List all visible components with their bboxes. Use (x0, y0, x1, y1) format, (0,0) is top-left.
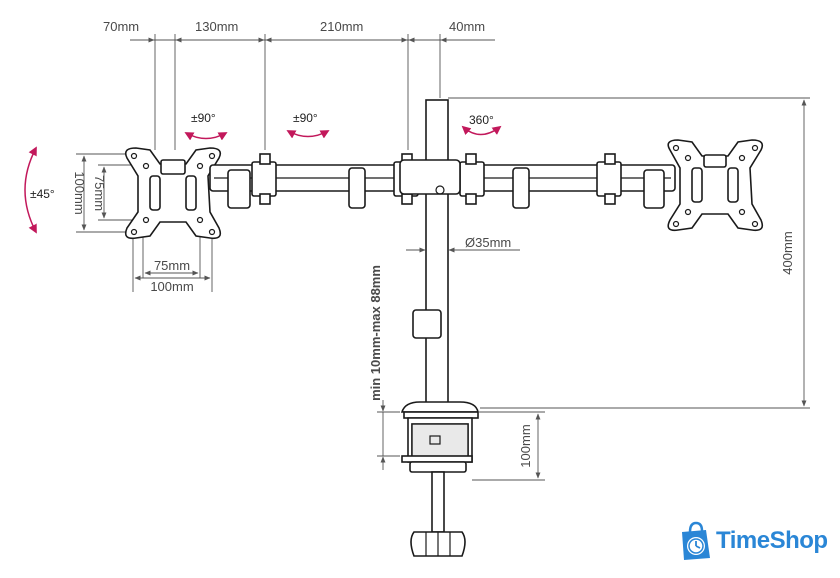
rotation-arrow-middle (286, 130, 330, 139)
vesa100-vertical-label: 100mm (72, 171, 87, 214)
clamp-range-dimension (377, 400, 400, 470)
dim-130mm: 130mm (195, 19, 238, 34)
top-dimension-lines (130, 34, 495, 150)
rot-left-label: ±90° (191, 111, 216, 125)
rotation-arrow-360 (461, 125, 502, 136)
left-vesa-plate (124, 147, 222, 240)
rot-360-label: 360° (469, 113, 494, 127)
height-400mm-label: 400mm (780, 231, 795, 274)
clamp-range-label: min 10mm-max 88mm (368, 265, 383, 401)
vesa100-horizontal-label: 100mm (150, 279, 193, 294)
desk-clamp (400, 401, 479, 557)
pole-diameter-label: Ø35mm (465, 235, 511, 250)
vesa75-vertical-label: 75mm (92, 175, 107, 211)
height-dimension (448, 97, 810, 409)
right-vesa-plate (667, 139, 764, 232)
clamp-100mm-label: 100mm (518, 424, 533, 467)
rotation-arrow-left (184, 132, 228, 141)
right-arm (449, 153, 676, 209)
tilt-label: ±45° (30, 187, 55, 201)
rot-mid-label: ±90° (293, 111, 318, 125)
left-arm (209, 153, 431, 209)
dim-70mm: 70mm (103, 19, 139, 34)
brand-logo-text: TimeShop (716, 527, 828, 554)
clamp-depth-dimension (472, 411, 545, 481)
dim-210mm: 210mm (320, 19, 363, 34)
center-pole (399, 99, 461, 411)
tilt-arrow (24, 146, 37, 234)
vesa75-horizontal-label: 75mm (154, 258, 190, 273)
shopping-bag-clock-icon (682, 521, 710, 560)
dim-40mm: 40mm (449, 19, 485, 34)
